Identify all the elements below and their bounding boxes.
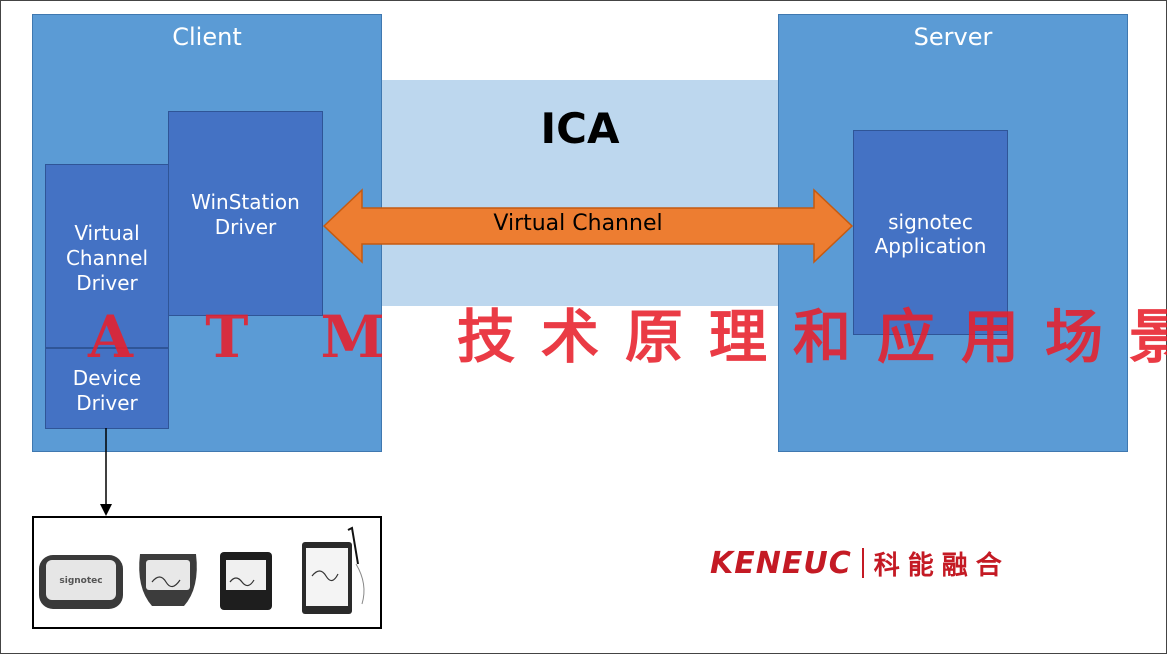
winstation-line2: Driver [214, 215, 277, 239]
winstation-driver-box: WinStation Driver [168, 111, 323, 316]
watermark-text: A T M 技术原理和应用场景 [88, 303, 1167, 371]
signature-pad-2-icon [139, 554, 197, 606]
pad-1-brand: signotec [59, 576, 102, 586]
signature-pad-3-icon [220, 552, 272, 610]
signature-pad-4-icon [302, 526, 365, 614]
keneuc-logo: KENEUC 科能融合 [710, 545, 1010, 581]
device-driver-box: Device Driver [45, 348, 169, 429]
signature-pad-1-icon: signotec [39, 555, 123, 609]
down-arrow-icon [100, 428, 112, 516]
vchannel-line3: Driver [76, 271, 138, 295]
vchannel-line1: Virtual [74, 221, 140, 245]
signo-app-line1: signotec [888, 210, 973, 234]
double-arrow-icon [322, 188, 854, 264]
device-line2: Driver [76, 391, 138, 415]
vchannel-line2: Channel [65, 246, 149, 270]
winstation-line1: WinStation [191, 190, 300, 214]
client-title: Client [172, 23, 242, 51]
virtual-channel-driver-box: Virtual Channel Driver [45, 164, 169, 348]
signo-app-line2: Application [874, 234, 987, 258]
device-line1: Device [72, 366, 142, 390]
logo-separator [861, 548, 864, 578]
virtual-channel-label: Virtual Channel [493, 211, 663, 236]
signotec-application-box: signotec Application [853, 130, 1008, 335]
signature-pads-panel: signotec [32, 516, 382, 629]
ica-band [382, 80, 778, 306]
logo-cn-text: 科能融合 [873, 550, 1010, 581]
server-title: Server [913, 23, 993, 51]
logo-en-text: KENEUC [710, 545, 852, 581]
ica-label: ICA [540, 104, 620, 153]
